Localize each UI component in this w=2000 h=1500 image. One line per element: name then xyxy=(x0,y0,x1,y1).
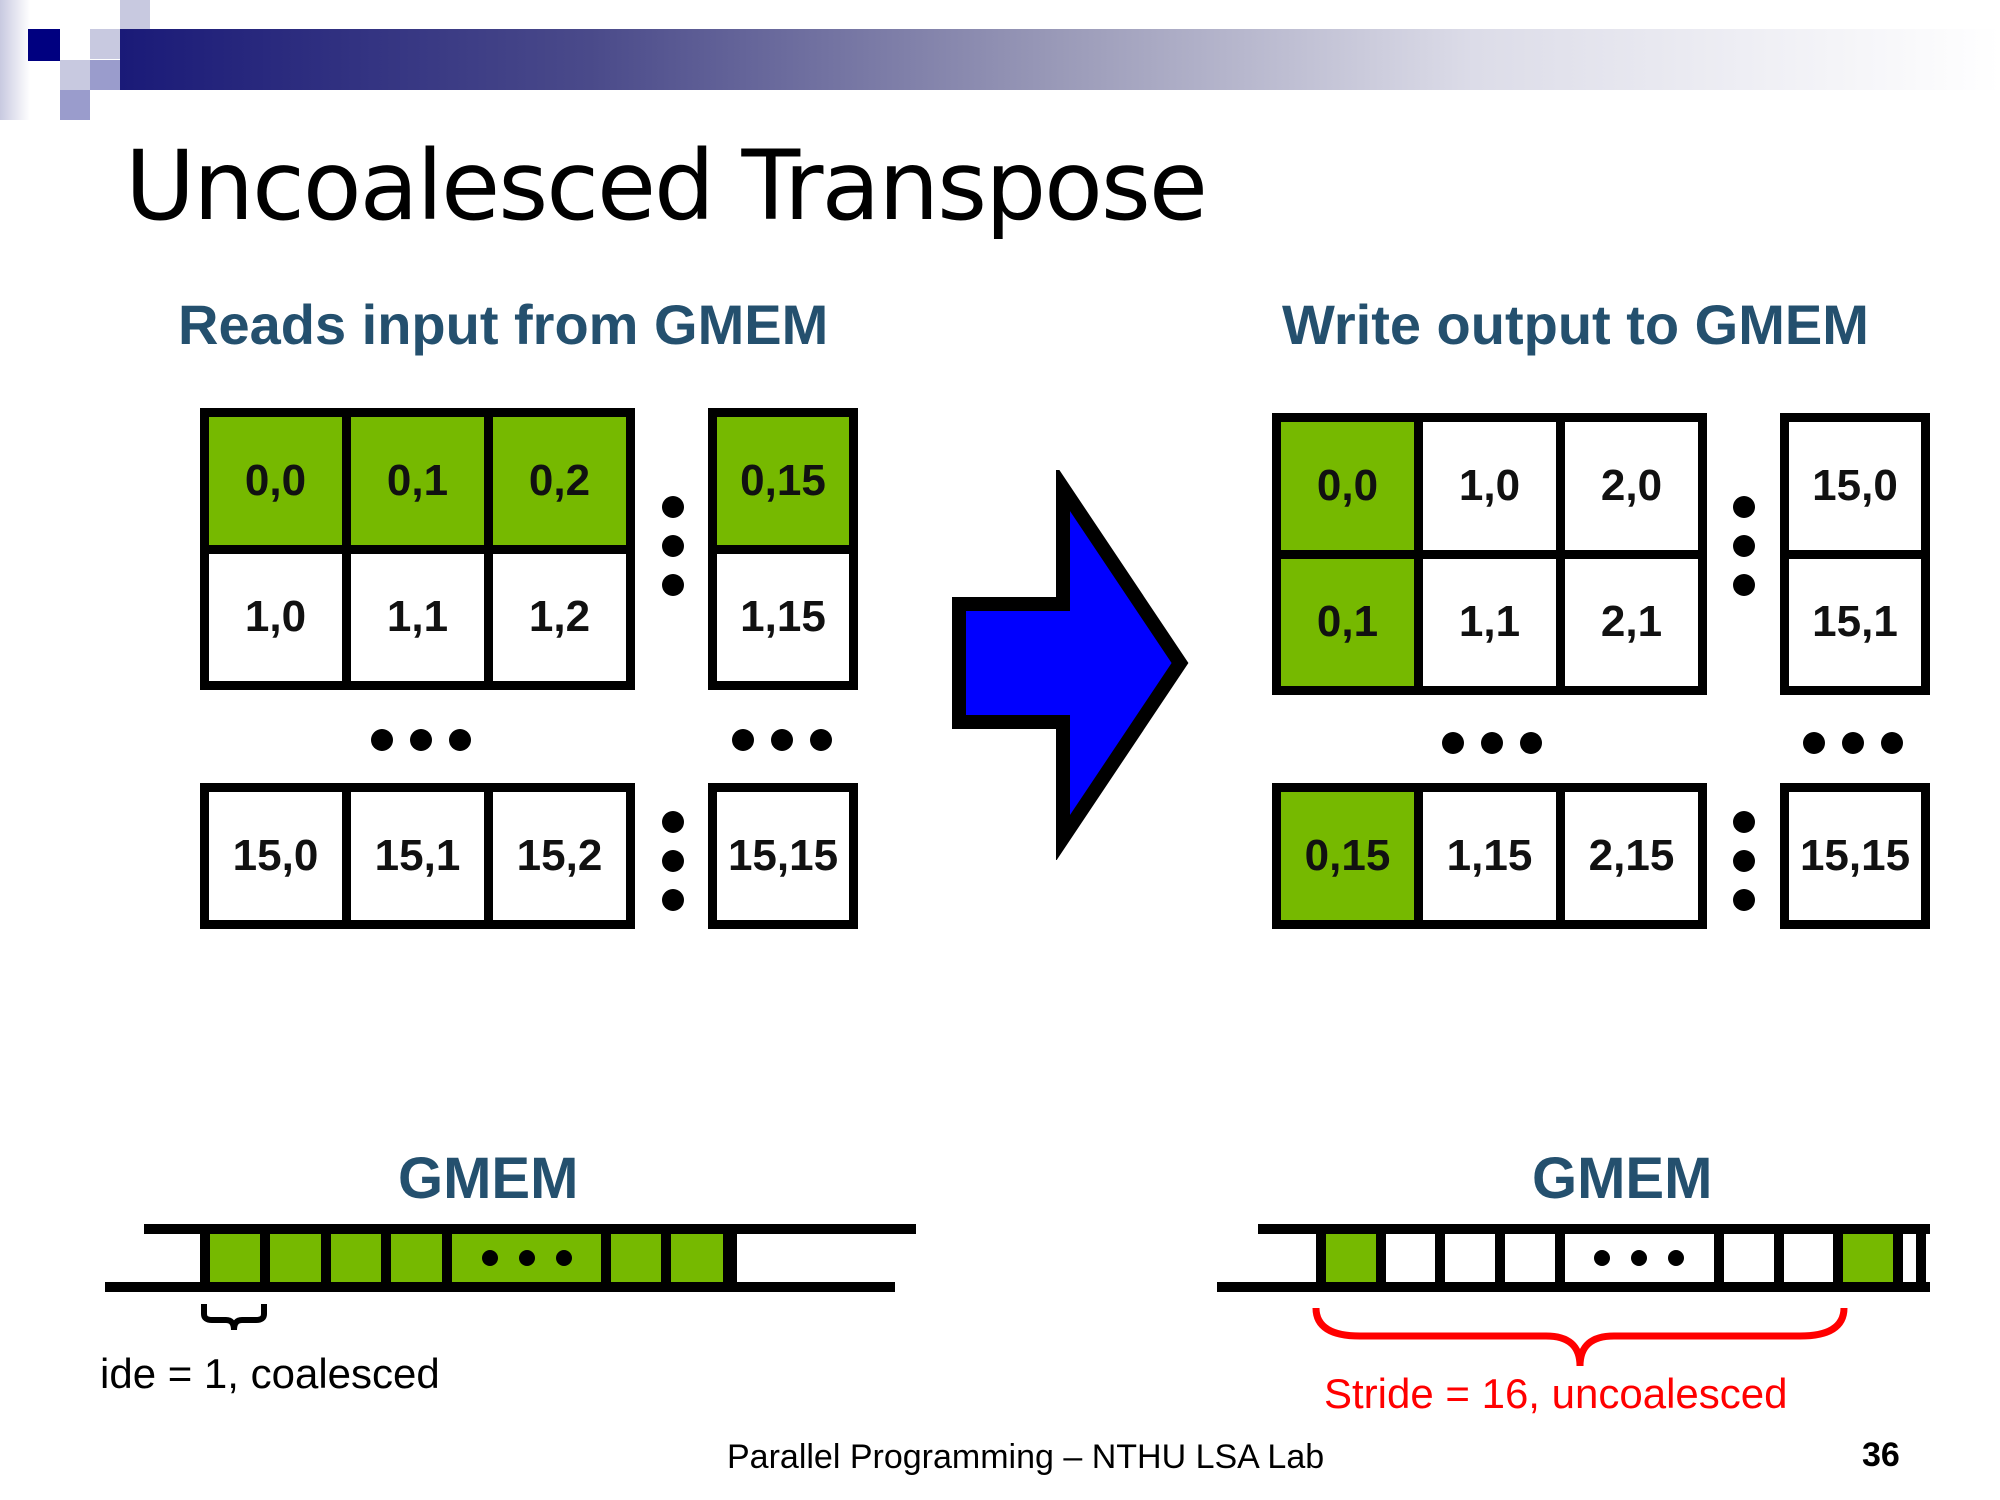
matrix-cell: 2,0 xyxy=(1565,422,1698,550)
matrix-cell: 1,2 xyxy=(493,553,626,681)
coalesced-caption: ide = 1, coalesced xyxy=(100,1350,440,1397)
matrix-cell: 0,2 xyxy=(493,417,626,545)
matrix-cell: 1,1 xyxy=(351,553,484,681)
output-matrix-top-block: 0,0 1,0 2,0 0,1 1,1 2,1 xyxy=(1272,413,1707,695)
matrix-cell: 0,0 xyxy=(209,417,342,545)
slide-footer: Parallel Programming – NTHU LSA Lab xyxy=(727,1438,1325,1476)
matrix-cell: 15,1 xyxy=(351,792,484,920)
gmem-label: GMEM xyxy=(398,1146,579,1211)
matrix-cell: 2,1 xyxy=(1565,558,1698,686)
output-matrix-top-last-col: 15,0 15,1 xyxy=(1780,413,1930,695)
input-matrix-bottom-last-col: 15,15 xyxy=(708,783,858,929)
matrix-cell: 1,15 xyxy=(1423,792,1556,920)
output-matrix-bottom-block: 0,15 1,15 2,15 xyxy=(1272,783,1707,929)
page-number: 36 xyxy=(1862,1436,1900,1474)
matrix-cell: 0,0 xyxy=(1281,422,1414,550)
matrix-cell: 15,2 xyxy=(493,792,626,920)
gmem-label: GMEM xyxy=(1532,1146,1713,1211)
input-matrix-top-block: 0,0 0,1 0,2 1,0 1,1 1,2 xyxy=(200,408,635,690)
block-arrow-right-icon xyxy=(952,470,1189,860)
matrix-cell: 15,15 xyxy=(1789,792,1921,920)
matrix-cell: 1,1 xyxy=(1423,558,1556,686)
banner-square-dark xyxy=(28,29,60,61)
brace-icon xyxy=(1312,1307,1848,1367)
left-heading: Reads input from GMEM xyxy=(178,293,829,356)
matrix-cell: 15,0 xyxy=(209,792,342,920)
matrix-cell: 1,0 xyxy=(1423,422,1556,550)
matrix-cell: 1,0 xyxy=(209,553,342,681)
matrix-cell: 0,1 xyxy=(351,417,484,545)
matrix-cell: 15,0 xyxy=(1789,422,1921,550)
matrix-cell: 0,1 xyxy=(1281,558,1414,686)
matrix-cell: 0,15 xyxy=(717,417,849,545)
banner-bar xyxy=(120,29,2000,90)
slide-title: Uncoalesced Transpose xyxy=(125,130,1208,242)
matrix-cell: 2,15 xyxy=(1565,792,1698,920)
output-matrix-bottom-last-col: 15,15 xyxy=(1780,783,1930,929)
matrix-cell: 1,15 xyxy=(717,553,849,681)
matrix-cell: 15,15 xyxy=(717,792,849,920)
matrix-cell: 15,1 xyxy=(1789,558,1921,686)
matrix-cell: 0,15 xyxy=(1281,792,1414,920)
input-matrix-bottom-block: 15,0 15,1 15,2 xyxy=(200,783,635,929)
brace-icon xyxy=(201,1304,267,1331)
uncoalesced-caption: Stride = 16, uncoalesced xyxy=(1324,1370,1788,1417)
right-heading: Write output to GMEM xyxy=(1282,293,1869,356)
input-matrix-top-last-col: 0,15 1,15 xyxy=(708,408,858,690)
